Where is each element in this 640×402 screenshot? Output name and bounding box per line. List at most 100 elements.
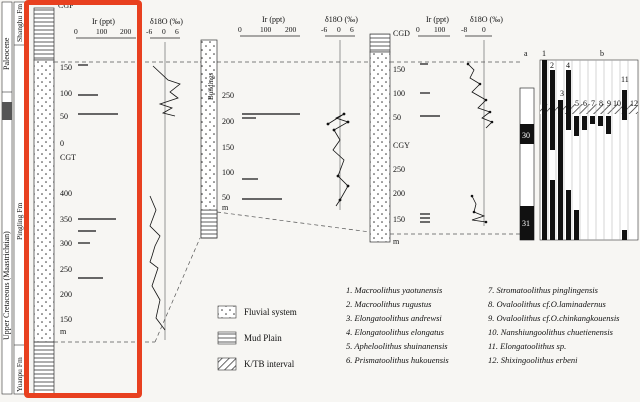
- svg-text:m: m: [393, 237, 400, 246]
- depth-scale-a: 150 100 50 0 CGT 400 350 300 250 200 150…: [60, 63, 76, 336]
- svg-text:200: 200: [222, 117, 234, 126]
- svg-text:m: m: [222, 203, 229, 212]
- svg-text:9. Ovaloolithus cf.O.chinkangk: 9. Ovaloolithus cf.O.chinkangkouensis: [488, 313, 620, 323]
- d18o-curve-c-lower: [471, 195, 487, 223]
- mud-plain-pattern-icon: [217, 331, 237, 345]
- layer-30: 30: [522, 131, 530, 140]
- selection-highlight: [24, 0, 142, 398]
- label-cgy: CGY: [393, 141, 410, 150]
- svg-text:4: 4: [566, 61, 570, 70]
- svg-text:-8: -8: [461, 25, 467, 34]
- panel-b-label: b: [600, 49, 604, 58]
- formation-yuanpu: Yuanpu Fm: [15, 357, 24, 392]
- ir-axis-b: 0 100 200: [238, 25, 297, 34]
- svg-text:5: 5: [575, 99, 579, 108]
- svg-text:K/TB interval: K/TB interval: [244, 359, 295, 369]
- d18o-axis-b: -6 0 6: [321, 25, 354, 34]
- svg-text:0: 0: [162, 27, 166, 36]
- layer-31: 31: [522, 219, 530, 228]
- svg-text:250: 250: [222, 91, 234, 100]
- svg-text:12. Shixingoolithus erbeni: 12. Shixingoolithus erbeni: [488, 355, 578, 365]
- d18o-axis-c: -8 0: [461, 25, 486, 34]
- svg-text:200: 200: [60, 290, 72, 299]
- svg-text:11: 11: [621, 75, 629, 84]
- svg-text:-6: -6: [146, 27, 152, 36]
- svg-text:150: 150: [60, 315, 72, 324]
- svg-text:4. Elongatoolithus elongatus: 4. Elongatoolithus elongatus: [346, 327, 445, 337]
- fluvial-pattern-icon: [217, 305, 237, 319]
- kt-interval-band: [540, 104, 638, 114]
- svg-text:50: 50: [222, 193, 230, 202]
- ir-axis-a: 0 100 200: [74, 27, 132, 36]
- era-cretaceous: Upper Cretaceous (Maastrichtian): [2, 231, 11, 340]
- svg-text:2: 2: [550, 61, 554, 70]
- ir-bars-c: [420, 63, 440, 223]
- svg-text:8: 8: [599, 99, 603, 108]
- d18o-axis-a: -6 0 6: [146, 27, 179, 36]
- svg-text:0: 0: [238, 25, 242, 34]
- svg-text:6. Prismatoolithus hukouensis: 6. Prismatoolithus hukouensis: [346, 355, 449, 365]
- ir-header-c: Ir (ppt): [426, 15, 449, 24]
- svg-text:200: 200: [285, 25, 297, 34]
- svg-text:150: 150: [393, 215, 405, 224]
- svg-text:6: 6: [583, 99, 587, 108]
- svg-text:Mud Plain: Mud Plain: [244, 333, 282, 343]
- d18o-curve-c-upper: [467, 63, 493, 129]
- legend-key: Fluvial system Mud Plain K/TB interval: [217, 305, 297, 371]
- label-cgp: CGP: [58, 1, 74, 10]
- correlation-lines-bc: [216, 61, 371, 233]
- boundary-marker: [2, 102, 12, 120]
- svg-text:350: 350: [60, 215, 72, 224]
- species-list-left: 1. Macroolithus yaotunensis 2. Macroolit…: [345, 285, 449, 365]
- d18o-curve-a-lower: [149, 195, 166, 331]
- range-chart-frame: [539, 59, 639, 241]
- svg-text:50: 50: [393, 113, 401, 122]
- hatch-pattern-icon: [217, 357, 237, 371]
- d18o-curve-b: [327, 113, 349, 207]
- svg-text:5. Apheloolithus shuinanensis: 5. Apheloolithus shuinanensis: [346, 341, 448, 351]
- svg-text:100: 100: [393, 89, 405, 98]
- depth-scale-b: 250 200 150 100 50 m: [222, 91, 234, 212]
- svg-text:150: 150: [60, 63, 72, 72]
- svg-text:9: 9: [607, 99, 611, 108]
- species-number-row: 1 2 3 4 5 6 7 8 9 10 11 12: [542, 49, 638, 108]
- era-strip: [1, 1, 13, 395]
- label-cgd: CGD: [393, 29, 410, 38]
- svg-text:50: 50: [60, 112, 68, 121]
- d18o-curve-a-upper: [152, 65, 181, 117]
- svg-text:10. Nanshiungoolithus chuetien: 10. Nanshiungoolithus chuetienensis: [488, 327, 614, 337]
- svg-text:100: 100: [222, 168, 234, 177]
- svg-text:300: 300: [60, 239, 72, 248]
- ir-header-a: Ir (ppt): [92, 17, 115, 26]
- ir-axis-c: 0 100: [416, 25, 446, 34]
- svg-text:150: 150: [393, 65, 405, 74]
- lithology-b: [200, 39, 218, 239]
- svg-text:11. Elongatoolithus sp.: 11. Elongatoolithus sp.: [488, 341, 566, 351]
- depth-scale-c: 150 100 50 CGY 250 200 150 m: [393, 65, 410, 246]
- svg-text:400: 400: [60, 189, 72, 198]
- svg-text:-6: -6: [321, 25, 327, 34]
- panel-a-label: a: [524, 49, 528, 58]
- ir-bars-a: [78, 64, 118, 279]
- svg-text:200: 200: [393, 189, 405, 198]
- svg-text:3. Elongatoolithus andrewsi: 3. Elongatoolithus andrewsi: [345, 313, 442, 323]
- svg-text:0: 0: [337, 25, 341, 34]
- formation-pingling: Pingling Fm: [15, 203, 24, 240]
- d18o-header-b: δ18O (‰): [325, 15, 358, 24]
- svg-text:m: m: [60, 327, 67, 336]
- svg-text:10: 10: [613, 99, 621, 108]
- d18o-header-a: δ18O (‰): [150, 17, 183, 26]
- svg-text:1. Macroolithus yaotunensis: 1. Macroolithus yaotunensis: [346, 285, 443, 295]
- svg-text:7. Stromatoolithus pinglingens: 7. Stromatoolithus pinglingensis: [488, 285, 599, 295]
- svg-text:12: 12: [630, 99, 638, 108]
- svg-text:200: 200: [120, 27, 132, 36]
- svg-text:100: 100: [60, 89, 72, 98]
- lithology-c: [369, 51, 391, 243]
- svg-text:0: 0: [416, 25, 420, 34]
- label-cgt: CGT: [60, 153, 76, 162]
- svg-text:8. Ovaloolithus cf.O.laminader: 8. Ovaloolithus cf.O.laminadernus: [488, 299, 607, 309]
- era-paleocene: Paleocene: [2, 37, 11, 70]
- species-list-right: 7. Stromatoolithus pinglingensis 8. Oval…: [488, 285, 620, 365]
